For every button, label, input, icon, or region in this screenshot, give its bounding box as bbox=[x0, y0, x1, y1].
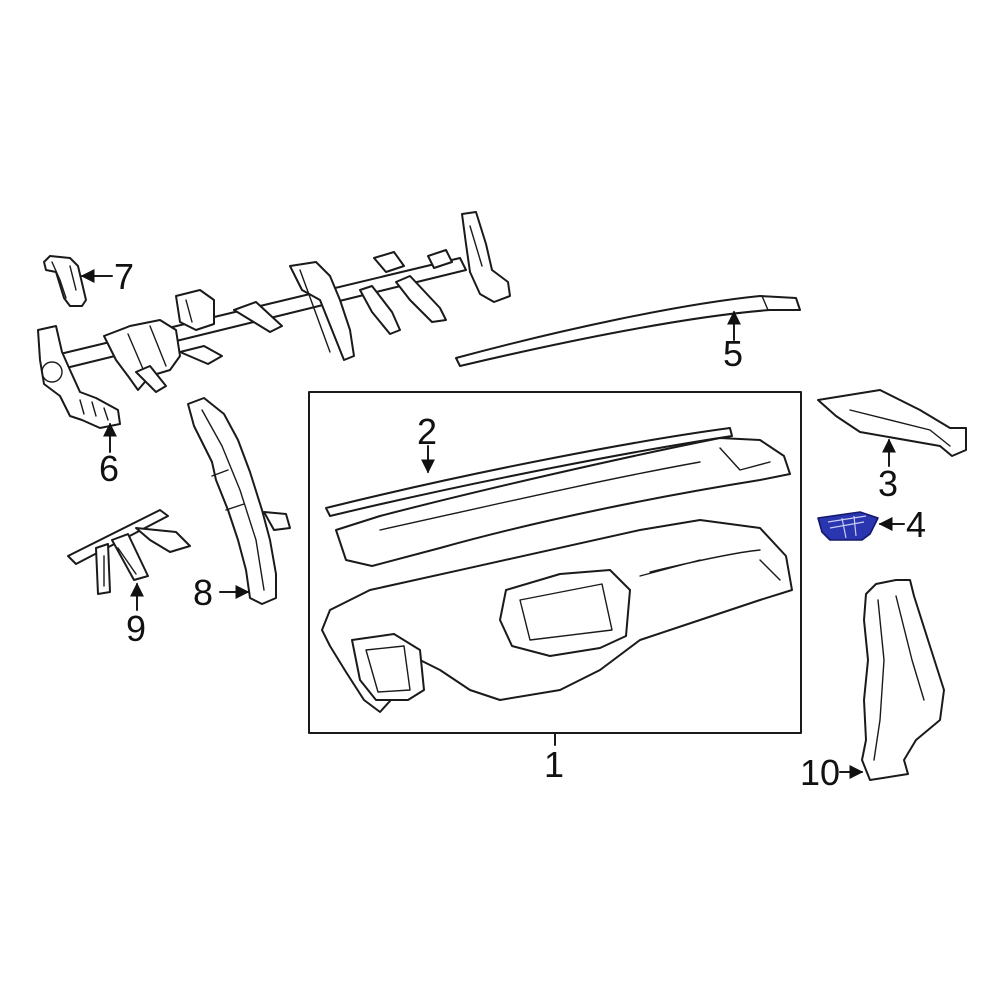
part-8-vertical-brace[interactable] bbox=[187, 397, 291, 605]
part-10-side-panel[interactable] bbox=[861, 579, 945, 781]
svg-text:9: 9 bbox=[126, 608, 146, 649]
callout-9: 9 bbox=[126, 582, 146, 649]
svg-text:3: 3 bbox=[878, 463, 898, 504]
part-5-trim-strip[interactable] bbox=[455, 295, 801, 367]
part-7-bracket[interactable] bbox=[43, 255, 87, 307]
part-6-cross-car-beam[interactable] bbox=[37, 211, 511, 429]
part-1-instrument-panel[interactable] bbox=[321, 437, 793, 713]
svg-text:1: 1 bbox=[544, 744, 564, 785]
callout-8: 8 bbox=[193, 572, 250, 613]
svg-text:6: 6 bbox=[99, 448, 119, 489]
svg-text:7: 7 bbox=[114, 256, 134, 297]
svg-text:5: 5 bbox=[723, 333, 743, 374]
callout-2: 2 bbox=[417, 411, 437, 474]
svg-text:2: 2 bbox=[417, 411, 437, 452]
part-2-pad-strip[interactable] bbox=[325, 427, 733, 517]
callout-10: 10 bbox=[800, 752, 864, 793]
svg-text:8: 8 bbox=[193, 572, 213, 613]
callout-4: 4 bbox=[878, 504, 926, 545]
svg-text:10: 10 bbox=[800, 752, 840, 793]
callout-1: 1 bbox=[544, 732, 564, 785]
part-3-side-trim[interactable] bbox=[817, 389, 967, 457]
svg-text:4: 4 bbox=[906, 504, 926, 545]
callout-3: 3 bbox=[878, 438, 898, 504]
part-9-lower-bracket[interactable] bbox=[67, 509, 191, 595]
callout-7: 7 bbox=[80, 256, 134, 297]
callout-6: 6 bbox=[99, 422, 119, 489]
callout-5: 5 bbox=[723, 310, 743, 374]
part-4-highlighted-clip[interactable] bbox=[817, 511, 879, 541]
